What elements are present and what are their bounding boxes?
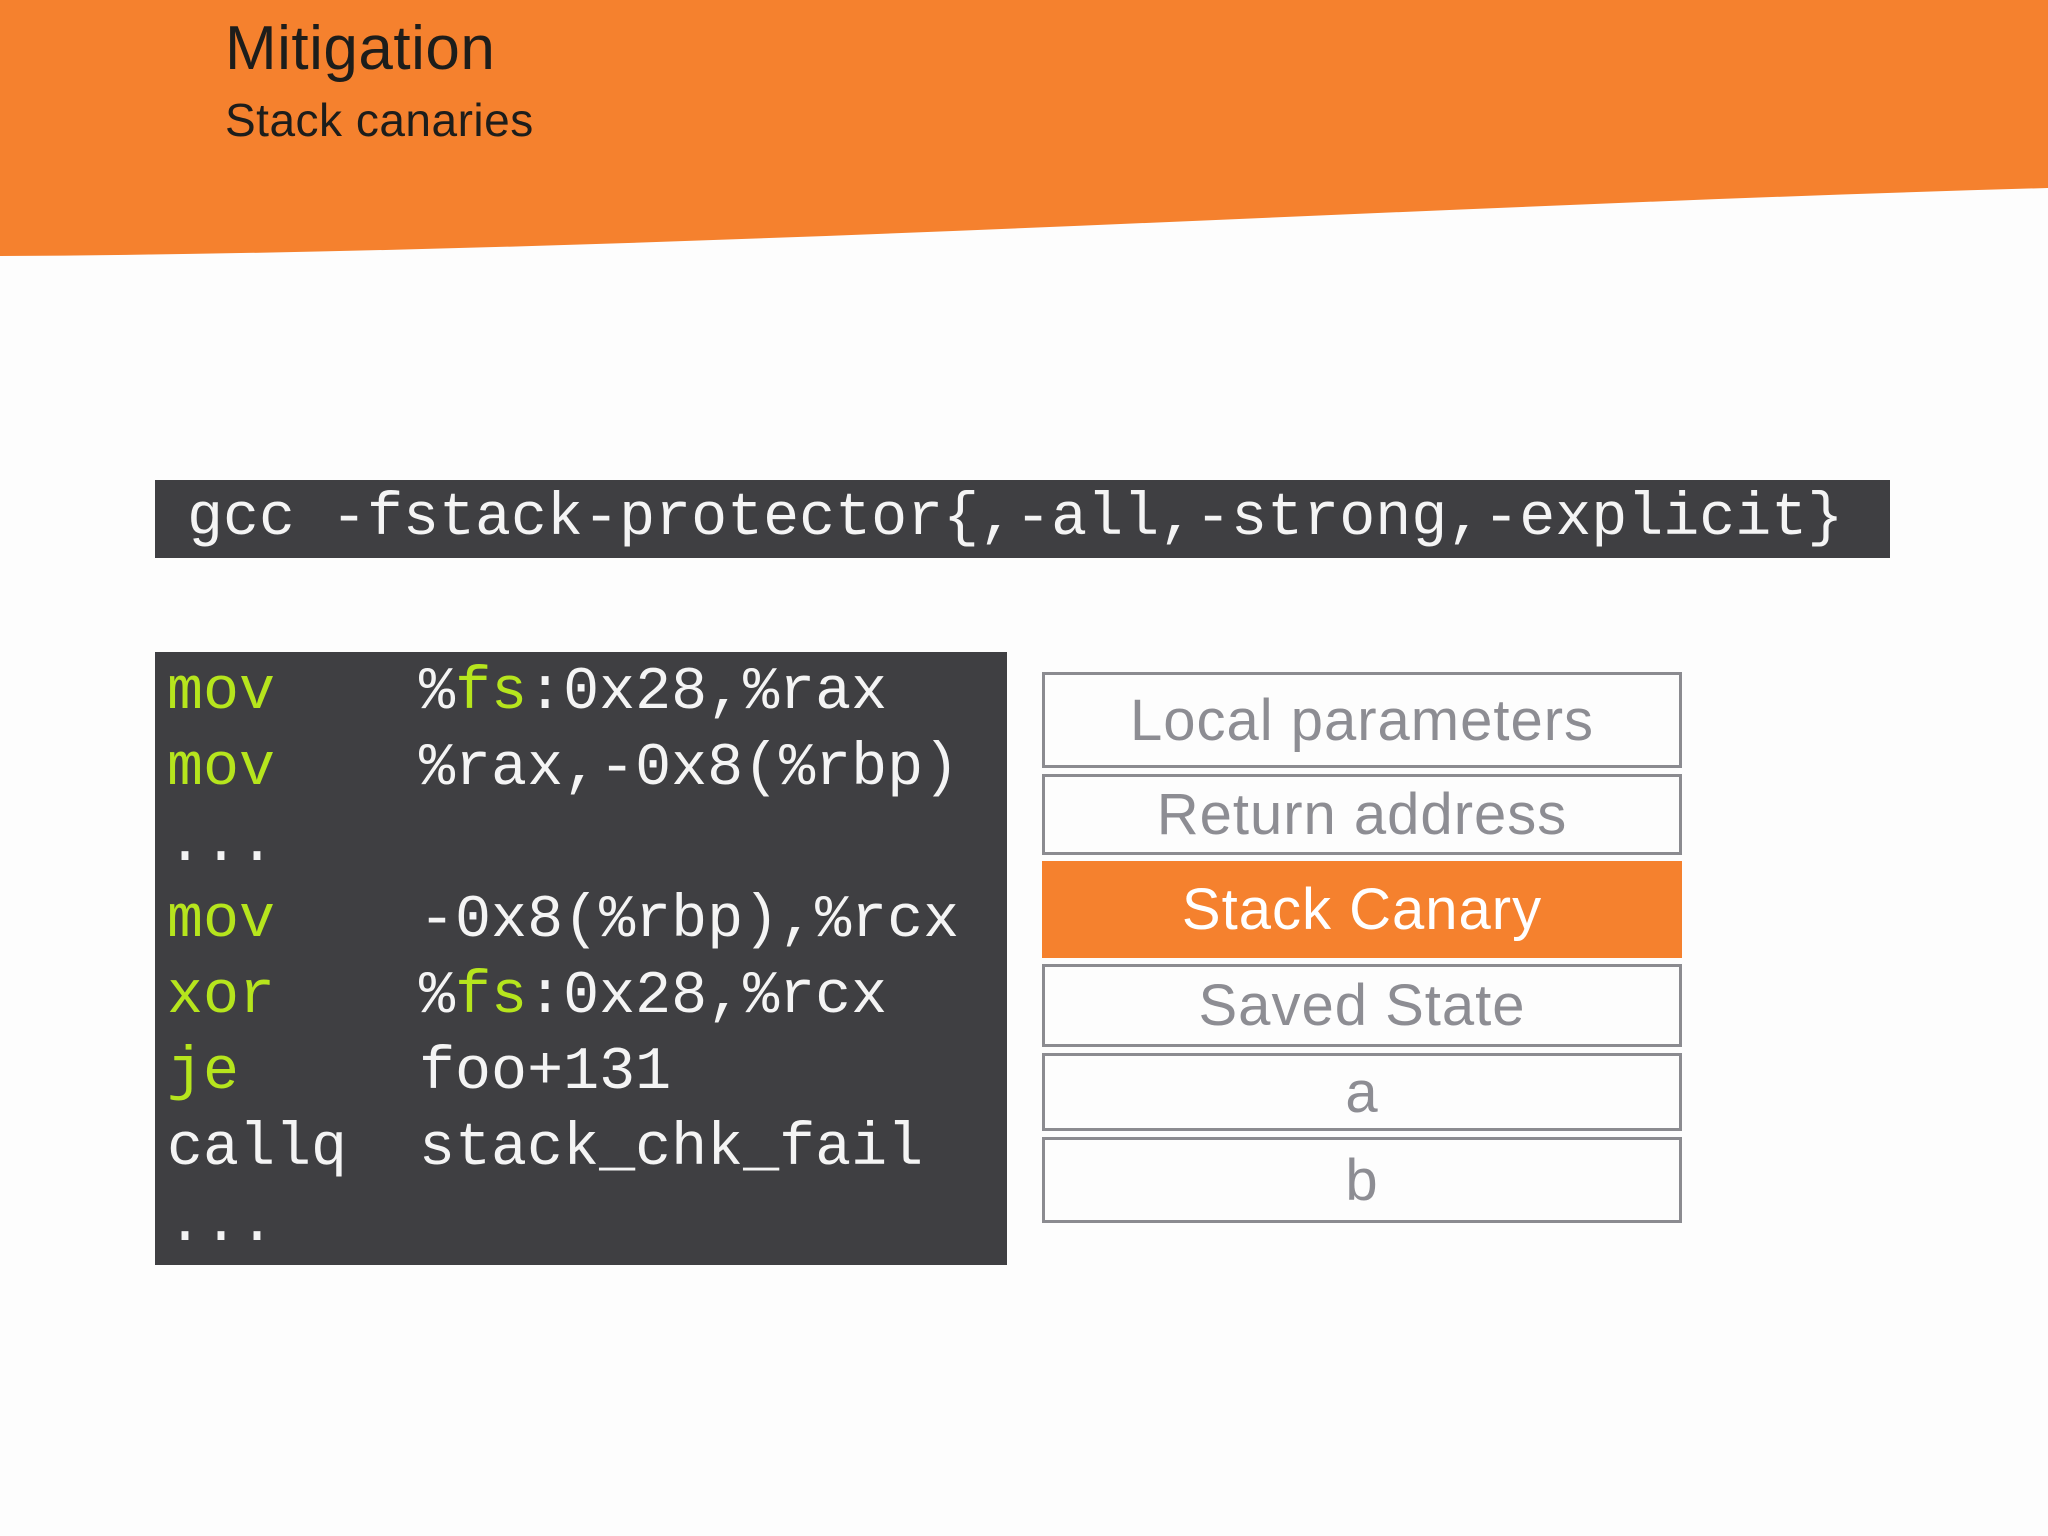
- stack-cell-label: a: [1345, 1059, 1379, 1125]
- header: Mitigation Stack canaries: [225, 14, 534, 148]
- asm-line: xor %fs:0x28,%rcx: [167, 959, 1007, 1035]
- asm-line: ...: [167, 1187, 1007, 1263]
- stack-cell-label: Return address: [1156, 782, 1568, 847]
- stack-cell-label: Local parameters: [1129, 687, 1595, 753]
- asm-operand-segment: callq stack_chk_fail: [167, 1115, 924, 1183]
- asm-mnemonic-segment: mov: [167, 735, 420, 803]
- asm-operand-segment: ...: [167, 1191, 276, 1259]
- stack-cell: Local parameters: [1042, 672, 1682, 768]
- asm-operand-segment: %rax,-0x8(%rbp): [419, 735, 960, 803]
- stack-cell-label: Saved State: [1198, 973, 1526, 1038]
- asm-operand-segment: foo+131: [419, 1039, 672, 1107]
- asm-operand-segment: :0x28,%rcx: [527, 963, 888, 1031]
- page-subtitle: Stack canaries: [225, 94, 534, 146]
- asm-operand-segment: ...: [167, 811, 276, 879]
- asm-line: mov %fs:0x28,%rax: [167, 655, 1007, 731]
- asm-operand-segment: -0x8(%rbp),%rcx: [419, 887, 960, 955]
- stack-cell-label: b: [1345, 1147, 1379, 1213]
- stack-cell-label: Stack Canary: [1181, 877, 1543, 942]
- asm-line: je foo+131: [167, 1035, 1007, 1111]
- asm-line: mov %rax,-0x8(%rbp): [167, 731, 1007, 807]
- stack-cell: Saved State: [1042, 964, 1682, 1047]
- asm-line: mov -0x8(%rbp),%rcx: [167, 883, 1007, 959]
- asm-operand-segment: %: [419, 963, 456, 1031]
- asm-line: ...: [167, 807, 1007, 883]
- asm-line: callq stack_chk_fail: [167, 1111, 1007, 1187]
- stack-cell: b: [1042, 1137, 1682, 1223]
- header-band: [0, 0, 2048, 256]
- asm-mnemonic-segment: mov: [167, 659, 420, 727]
- asm-operand-segment: %: [419, 659, 456, 727]
- stack-cell: Return address: [1042, 774, 1682, 855]
- asm-mnemonic-segment: xor: [167, 963, 420, 1031]
- page-title: Mitigation: [225, 14, 496, 83]
- asm-mnemonic-segment: je: [167, 1039, 420, 1107]
- asm-mnemonic-segment: fs: [455, 963, 528, 1031]
- gcc-command-block: gcc -fstack-protector{,-all,-strong,-exp…: [155, 480, 1890, 558]
- asm-mnemonic-segment: fs: [455, 659, 528, 727]
- asm-operand-segment: :0x28,%rax: [527, 659, 888, 727]
- stack-cell-canary: Stack Canary: [1042, 861, 1682, 958]
- stack-cell: a: [1042, 1053, 1682, 1131]
- asm-mnemonic-segment: mov: [167, 887, 420, 955]
- gcc-command-text: gcc -fstack-protector{,-all,-strong,-exp…: [187, 485, 1844, 553]
